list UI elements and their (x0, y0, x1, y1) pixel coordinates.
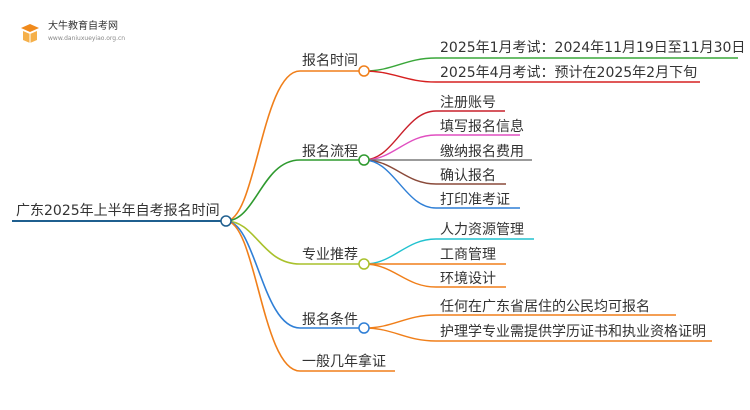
site-logo: 大牛教育自考网 www.daniuxueyiao.org.cn (14, 18, 134, 52)
book-icon (21, 24, 39, 43)
leaf-fill-info: 填写报名信息 (440, 119, 524, 135)
leaf-pay-fee: 缴纳报名费用 (440, 144, 524, 160)
branch-connector (225, 220, 395, 372)
leaf-connector (363, 314, 676, 329)
branch-node-circle (358, 65, 370, 77)
leaf-env-design: 环境设计 (440, 271, 496, 287)
branch-node-circle (358, 258, 370, 270)
branch-connector (225, 220, 359, 329)
leaf-connector (363, 263, 506, 288)
root-node: 广东2025年上半年自考报名时间 (16, 203, 220, 219)
logo-url: www.daniuxueyiao.org.cn (48, 35, 126, 42)
leaf-nursing-docs: 护理学专业需提供学历证书和执业资格证明 (440, 324, 706, 340)
leaf-connector (363, 110, 505, 161)
leaf-connector (363, 238, 534, 265)
leaf-connector (363, 57, 738, 72)
branch-connector (225, 70, 359, 222)
leaf-print-ticket: 打印准考证 (440, 192, 510, 208)
leaf-any-resident: 任何在广东省居住的公民均可报名 (440, 299, 650, 315)
leaf-connector (363, 327, 712, 342)
leaf-apr-exam: 2025年4月考试：预计在2025年2月下旬 (440, 65, 698, 81)
root-node-circle (220, 215, 232, 227)
leaf-jan-exam: 2025年1月考试：2024年11月19日至11月30日 (440, 40, 746, 56)
branch-node-circle (358, 322, 370, 334)
branch-connector (225, 159, 359, 222)
branch-majors: 专业推荐 (302, 247, 358, 263)
leaf-connector (363, 134, 520, 161)
branch-years: 一般几年拿证 (302, 354, 386, 370)
logo-title: 大牛教育自考网 (48, 21, 118, 32)
leaf-hr-management: 人力资源管理 (440, 222, 524, 238)
leaf-register-account: 注册账号 (440, 95, 496, 111)
leaf-business-admin: 工商管理 (440, 247, 496, 263)
branch-signup-process: 报名流程 (302, 144, 358, 160)
leaf-connector (363, 70, 700, 83)
branch-node-circle (358, 154, 370, 166)
branch-connector (225, 220, 359, 265)
leaf-connector (363, 159, 506, 185)
leaf-confirm: 确认报名 (440, 168, 496, 184)
leaf-connector (363, 159, 520, 209)
branch-signup-time: 报名时间 (302, 53, 358, 69)
branch-conditions: 报名条件 (302, 312, 358, 328)
